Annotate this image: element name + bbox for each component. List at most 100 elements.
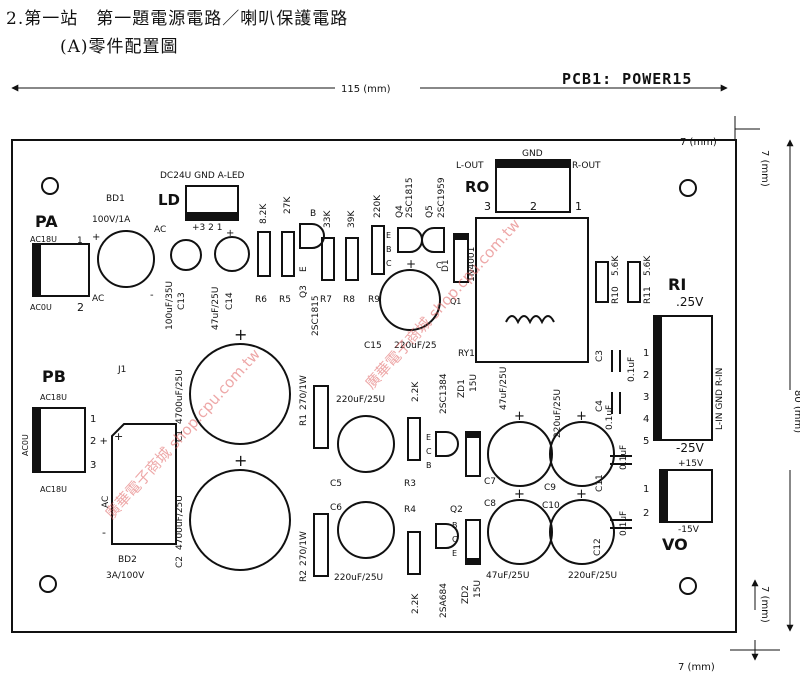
q3-name: Q3 — [299, 285, 309, 298]
ri-pin5: 5 — [643, 436, 649, 447]
r5-name: R5 — [279, 295, 291, 305]
r2-value: 270/1W — [299, 531, 309, 566]
r5-resistor: 27K R5 — [279, 196, 295, 305]
c10-value: 220uF/25U — [568, 571, 617, 581]
c11-name: C11 — [595, 474, 605, 492]
r1-name: R1 — [299, 414, 309, 426]
bd1-bridge-rectifier: BD1 100V/1A + AC - — [92, 194, 166, 301]
c12-name: C12 — [593, 538, 603, 556]
r9-value: 220K — [373, 194, 383, 218]
q2-pin-b: B — [452, 521, 458, 530]
c4-value: 0.1uF — [605, 405, 615, 430]
bd2-value: 3A/100V — [106, 571, 145, 581]
q6-pin-c: C — [426, 447, 432, 456]
pa-bottom-label: AC0U — [30, 303, 52, 312]
q6-value: 2SC1384 — [439, 373, 449, 414]
zd1-zener: ZD1 15U — [457, 374, 481, 477]
ro-name: RO — [465, 178, 489, 196]
q4-name: Q4 — [395, 205, 405, 218]
mounting-hole — [679, 179, 697, 197]
pa-name: PA — [35, 212, 58, 231]
r9-pin-e: E — [386, 231, 391, 240]
pcb-id-label: PCB1: POWER15 — [562, 70, 693, 88]
q1-name: Q1 — [450, 297, 461, 306]
ro-pin1: 1 — [575, 200, 582, 213]
r8-value: 39K — [347, 210, 357, 228]
height-dimension: 80 (mm) — [786, 139, 800, 632]
q5-transistor: Q5 2SC1959 C — [421, 177, 447, 270]
ri-pin1: 1 — [643, 348, 649, 359]
bd1-plus: + — [92, 232, 100, 243]
r10-label: R10 — [611, 286, 621, 304]
r9-pin-c: C — [386, 259, 392, 268]
vo-pin1: 1 — [643, 484, 649, 495]
pa-pin1: 1 — [77, 236, 83, 246]
pb-side-label: AC0U — [21, 434, 30, 456]
r10-value: 5.6K — [611, 255, 621, 276]
q2-value: 2SA684 — [439, 583, 449, 618]
c13-capacitor: 100uF/35U C13 — [165, 239, 202, 330]
ri-connector: RI .25V -25V L-IN GND R-IN 1 2 3 4 5 — [643, 275, 725, 455]
q6-pin-b: B — [426, 461, 432, 470]
c6-name: C6 — [330, 503, 342, 513]
c2-value: 4700uF/25U — [175, 495, 185, 550]
c3-name: C3 — [595, 350, 605, 362]
c5-value: 220uF/25U — [336, 395, 385, 405]
ld-name: LD — [158, 191, 180, 209]
c5-capacitor: 220uF/25U C5 — [330, 395, 395, 489]
c9-plus: + — [576, 409, 587, 424]
ri-pin4: 4 — [643, 414, 649, 425]
c15-name: C15 — [364, 341, 382, 351]
q3-pin-b: B — [310, 209, 316, 219]
ri-minus: -25V — [676, 441, 705, 455]
r11-value: 5.6K — [643, 255, 653, 276]
page-subtitle: (A)零件配置圖 — [60, 37, 179, 57]
r1-resistor: R1 270/1W — [299, 375, 329, 449]
ld-pins: +3 2 1 — [192, 223, 222, 233]
r9-name: R9 — [368, 295, 380, 305]
c14-plus: + — [226, 228, 234, 239]
bd2-ac-label: AC — [101, 496, 111, 508]
c1-name: C1 — [175, 430, 185, 442]
c10-name: C10 — [542, 501, 560, 511]
pa-top-label: AC18U — [30, 235, 57, 244]
ld-connector: DC24U GND A-LED LD +3 2 1 — [158, 171, 245, 233]
zd2-value: 15U — [473, 580, 483, 598]
q5-name: Q5 — [425, 205, 435, 218]
q2-pin-c: C — [452, 535, 458, 544]
c14-value: 47uF/25U — [211, 287, 221, 330]
c14-capacitor: + 47uF/25U C14 — [211, 228, 250, 330]
c11-value: 0.1uF — [619, 445, 629, 470]
r7-value: 33K — [323, 210, 333, 228]
height-dimension-label: 80 (mm) — [792, 390, 800, 433]
c12-capacitor: C12 0.1uF — [593, 511, 632, 556]
r7-name: R7 — [320, 295, 332, 305]
mounting-hole — [39, 575, 57, 593]
zd1-name: ZD1 — [457, 379, 467, 398]
q3-pin-e: E — [299, 266, 309, 272]
pa-pin2: 2 — [77, 301, 84, 314]
vo-pin2: 2 — [643, 508, 649, 519]
bd2-plus: + — [114, 430, 123, 443]
d1-value: 1N4001 — [467, 247, 477, 282]
r4-resistor: R4 2.2K — [404, 505, 421, 614]
q4-transistor: Q4 2SC1815 — [395, 177, 423, 253]
bd1-name: BD1 — [106, 194, 125, 204]
r8-resistor: 39K R8 — [343, 210, 359, 305]
q2-pin-e: E — [452, 549, 457, 558]
watermark: 廣華電子商城 shop.cpu.com.tw — [362, 215, 524, 392]
ro-gnd: GND — [522, 149, 543, 159]
r6-value: 8.2K — [259, 203, 269, 224]
c7-plus: + — [514, 409, 525, 424]
c7-name: C7 — [484, 477, 496, 487]
bd2-minus: - — [102, 526, 106, 539]
c5-name: C5 — [330, 479, 342, 489]
q5-pin-c: C — [436, 261, 442, 270]
c15-capacitor: + C15 220uF/25 Q1 — [364, 257, 461, 351]
margin-right-label: 7 (mm) — [759, 150, 770, 187]
page-title: 2.第一站 第一題電源電路／喇叭保護電路 — [6, 9, 349, 29]
c7-value: 47uF/25U — [499, 367, 509, 410]
c8-plus: + — [514, 487, 525, 502]
c3-capacitor: C3 0.1uF — [595, 350, 637, 382]
